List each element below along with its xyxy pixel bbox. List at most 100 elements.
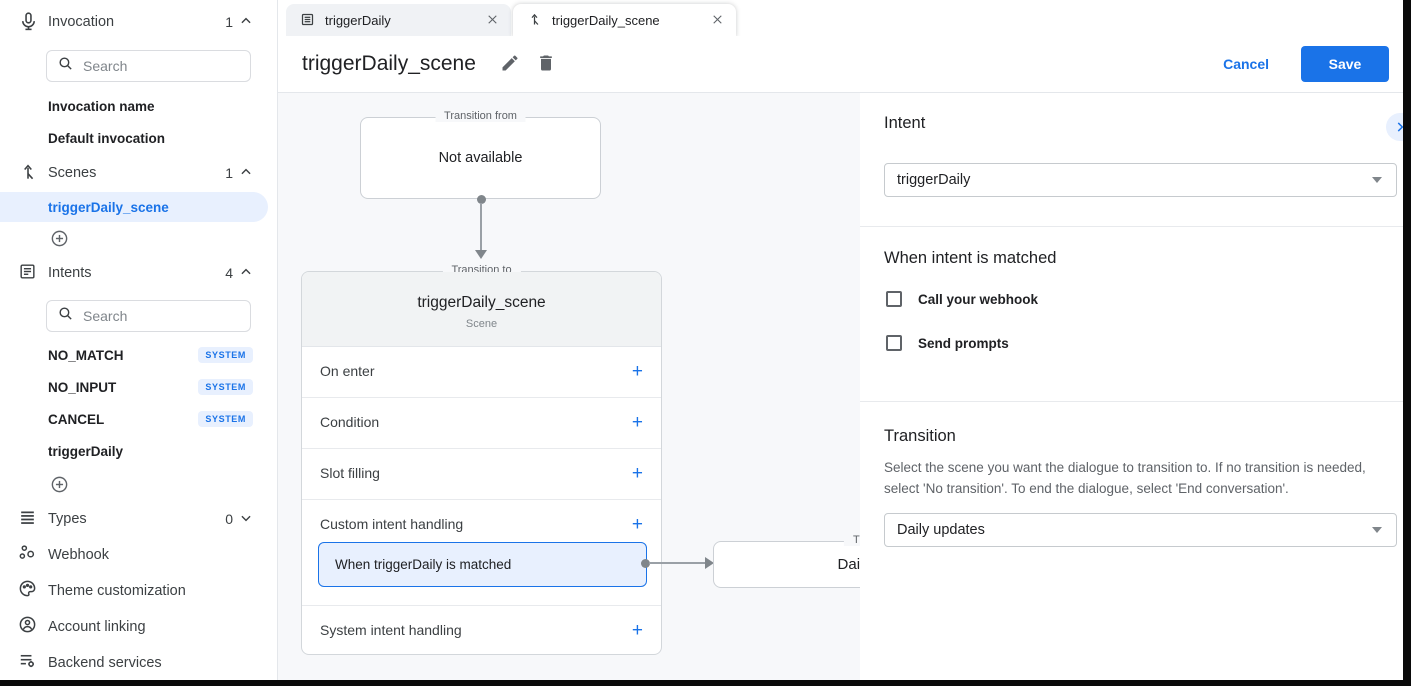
sidebar-item-theme-customization[interactable]: Theme customization	[0, 579, 277, 603]
invocation-search-input[interactable]	[83, 58, 233, 74]
checkbox-label: Call your webhook	[918, 291, 1039, 307]
section-label: Types	[48, 511, 87, 527]
connector-dot	[641, 559, 650, 568]
sidebar-item-triggerdaily-scene[interactable]: triggerDaily_scene	[0, 192, 268, 222]
transition-from-card: Transition from Not available	[360, 110, 601, 199]
transition-select[interactable]: Daily updates	[884, 513, 1397, 547]
intent-icon	[300, 12, 315, 30]
call-webhook-checkbox[interactable]	[886, 291, 902, 307]
close-icon[interactable]	[711, 13, 724, 29]
send-prompts-checkbox[interactable]	[886, 335, 902, 351]
sidebar-item-backend-services[interactable]: Backend services	[0, 651, 277, 675]
sidebar-item-no-input[interactable]: NO_INPUT SYSTEM	[48, 379, 253, 395]
add-system-intent-button[interactable]: +	[631, 620, 643, 641]
link-label: Webhook	[48, 547, 109, 563]
account-icon	[18, 615, 37, 638]
collapse-panel-button[interactable]	[1386, 113, 1403, 141]
scene-card-header[interactable]: triggerDaily_scene Scene	[302, 272, 661, 347]
scene-card-title: triggerDaily_scene	[417, 294, 546, 311]
row-system-intent-handling: System intent handling +	[302, 606, 661, 656]
invocation-search	[46, 50, 251, 82]
system-badge: SYSTEM	[198, 347, 253, 363]
row-label: Slot filling	[320, 465, 380, 481]
system-badge: SYSTEM	[198, 379, 253, 395]
close-icon[interactable]	[486, 13, 499, 29]
window-edge-right	[1403, 0, 1411, 686]
webhook-icon	[18, 543, 37, 566]
tab-label: triggerDaily	[325, 13, 391, 28]
search-icon	[57, 305, 74, 327]
divider	[860, 226, 1403, 227]
add-slot-filling-button[interactable]: +	[631, 463, 643, 484]
cancel-button[interactable]: Cancel	[1223, 56, 1269, 72]
intent-label: NO_MATCH	[48, 347, 124, 363]
section-label: Invocation	[48, 14, 115, 30]
scene-diagram-canvas: Transition from Not available Transition…	[278, 93, 860, 680]
intent-select[interactable]: triggerDaily	[884, 163, 1397, 197]
chevron-down-icon[interactable]	[239, 511, 253, 530]
link-label: Backend services	[48, 655, 162, 671]
section-count: 0	[225, 511, 233, 527]
scene-icon	[527, 12, 542, 30]
intents-search	[46, 300, 251, 332]
dropdown-caret-icon	[1372, 527, 1382, 533]
search-icon	[57, 55, 74, 77]
sidebar-item-account-linking[interactable]: Account linking	[0, 615, 277, 639]
add-custom-intent-button[interactable]: +	[631, 514, 643, 535]
add-intent-button[interactable]	[50, 475, 69, 494]
types-icon	[18, 508, 37, 532]
sidebar-item-default-invocation[interactable]: Default invocation	[48, 131, 166, 146]
edit-icon[interactable]	[500, 53, 520, 76]
add-condition-button[interactable]: +	[631, 412, 643, 433]
sidebar-section-intents[interactable]: Intents 4	[0, 261, 277, 285]
dropdown-caret-icon	[1372, 177, 1382, 183]
sidebar-item-no-match[interactable]: NO_MATCH SYSTEM	[48, 347, 253, 363]
delete-icon[interactable]	[536, 53, 556, 76]
tab-triggerdaily[interactable]: triggerDaily	[286, 4, 511, 37]
transition-heading: Transition	[884, 427, 956, 445]
section-label: Scenes	[48, 165, 97, 181]
intents-search-input[interactable]	[83, 308, 233, 324]
chevron-right-icon	[1397, 122, 1403, 132]
row-slot-filling: Slot filling +	[302, 449, 661, 500]
scene-card-subtitle: Scene	[465, 318, 498, 330]
row-condition: Condition +	[302, 398, 661, 449]
tab-bar: triggerDaily triggerDaily_scene	[278, 0, 1403, 37]
save-button[interactable]: Save	[1301, 46, 1389, 82]
matched-heading: When intent is matched	[884, 249, 1057, 267]
row-label: Custom intent handling	[320, 516, 464, 532]
page-title: triggerDaily_scene	[302, 52, 476, 75]
sidebar-item-webhook[interactable]: Webhook	[0, 543, 277, 567]
palette-icon	[18, 579, 37, 602]
intent-heading: Intent	[884, 114, 926, 132]
sidebar-section-scenes[interactable]: Scenes 1	[0, 161, 277, 185]
target-scene-card[interactable]: Transition to Daily updates	[713, 534, 860, 588]
section-count: 4	[225, 265, 233, 281]
row-label: System intent handling	[320, 622, 462, 638]
tab-triggerdaily-scene[interactable]: triggerDaily_scene	[513, 4, 736, 37]
divider	[860, 401, 1403, 402]
row-label: Condition	[320, 414, 380, 430]
chevron-up-icon[interactable]	[239, 165, 253, 184]
intent-label: triggerDaily	[48, 444, 124, 459]
sidebar-item-cancel[interactable]: CANCEL SYSTEM	[48, 411, 253, 427]
arrow-right-icon	[705, 557, 714, 569]
chevron-up-icon[interactable]	[239, 265, 253, 284]
add-scene-button[interactable]	[50, 229, 69, 248]
sidebar-section-invocation[interactable]: Invocation 1	[0, 10, 277, 34]
backend-services-icon	[18, 651, 37, 674]
tab-label: triggerDaily_scene	[552, 13, 660, 28]
link-label: Theme customization	[48, 583, 186, 599]
add-on-enter-button[interactable]: +	[631, 361, 643, 382]
intent-label: NO_INPUT	[48, 379, 117, 395]
sidebar-section-types[interactable]: Types 0	[0, 507, 277, 531]
sidebar: Invocation 1 Invocation name Default inv…	[0, 0, 278, 680]
intent-detail-panel: Intent triggerDaily When intent is match…	[860, 93, 1403, 680]
sidebar-item-triggerdaily[interactable]: triggerDaily	[48, 444, 253, 459]
custom-intent-handler-chip[interactable]: When triggerDaily is matched	[318, 542, 647, 587]
row-custom-intent-handling: Custom intent handling +	[302, 500, 661, 606]
chevron-up-icon[interactable]	[239, 14, 253, 33]
intent-label: CANCEL	[48, 411, 105, 427]
sidebar-item-invocation-name[interactable]: Invocation name	[48, 99, 155, 114]
